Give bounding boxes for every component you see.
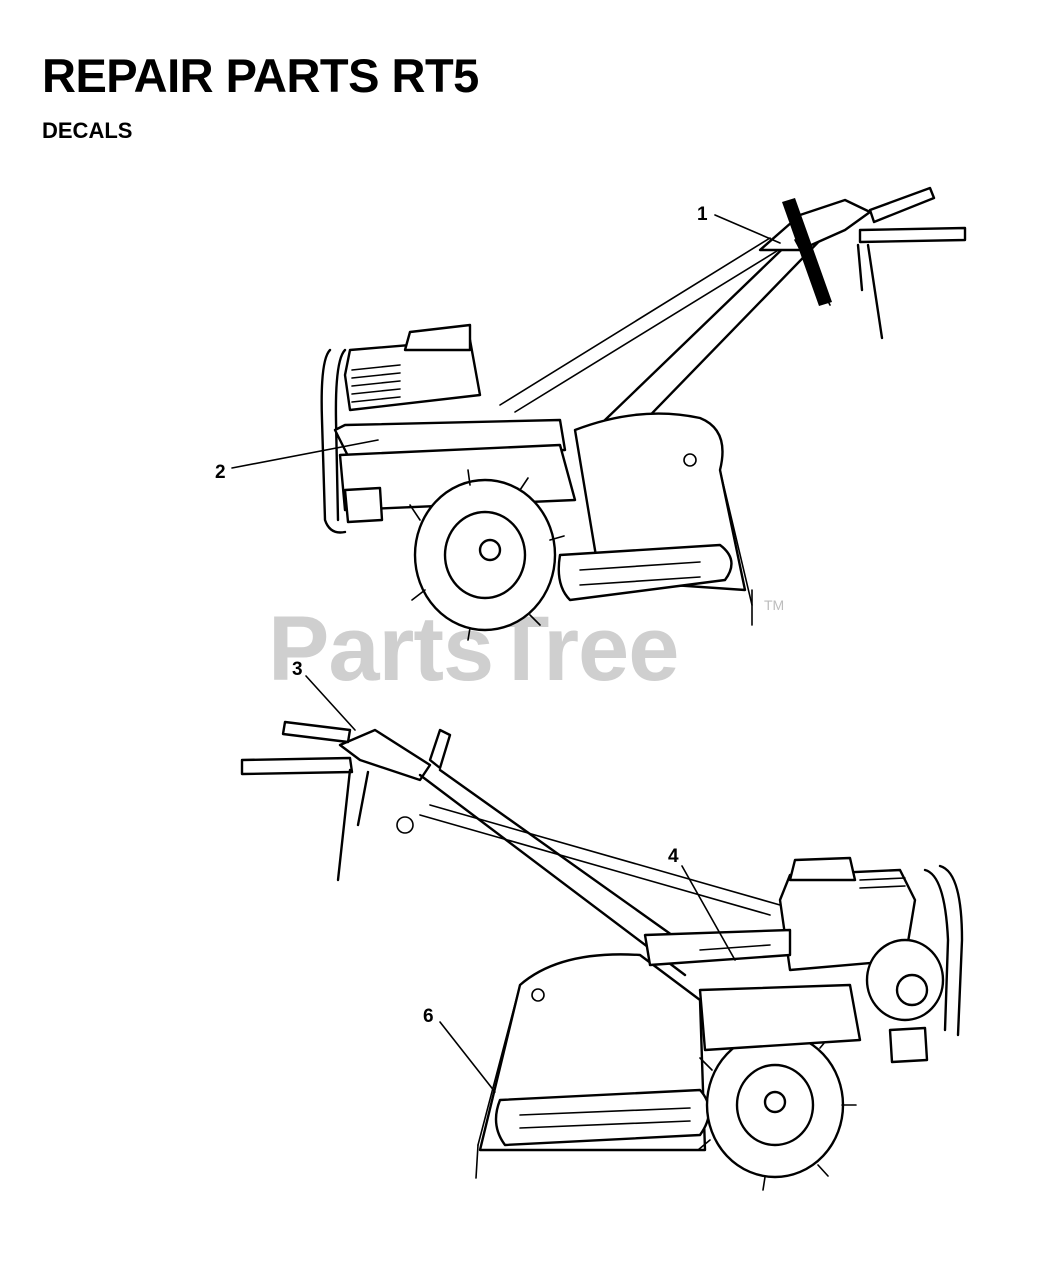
watermark-trademark: TM — [764, 597, 784, 613]
tiller-bottom-drawing — [240, 720, 964, 1191]
callout-6: 6 — [423, 1006, 496, 1093]
svg-text:3: 3 — [292, 659, 303, 680]
svg-text:2: 2 — [215, 462, 226, 483]
svg-text:6: 6 — [423, 1006, 434, 1027]
svg-text:4: 4 — [668, 846, 679, 867]
callout-2: 2 — [215, 439, 379, 483]
callout-1: 1 — [697, 204, 781, 244]
page-subtitle: DECALS — [42, 118, 133, 143]
svg-text:1: 1 — [697, 204, 708, 225]
callout-3: 3 — [292, 659, 356, 731]
tiller-top-drawing — [320, 186, 967, 641]
callout-4: 4 — [668, 846, 736, 961]
page-title: REPAIR PARTS RT5 — [42, 49, 479, 102]
